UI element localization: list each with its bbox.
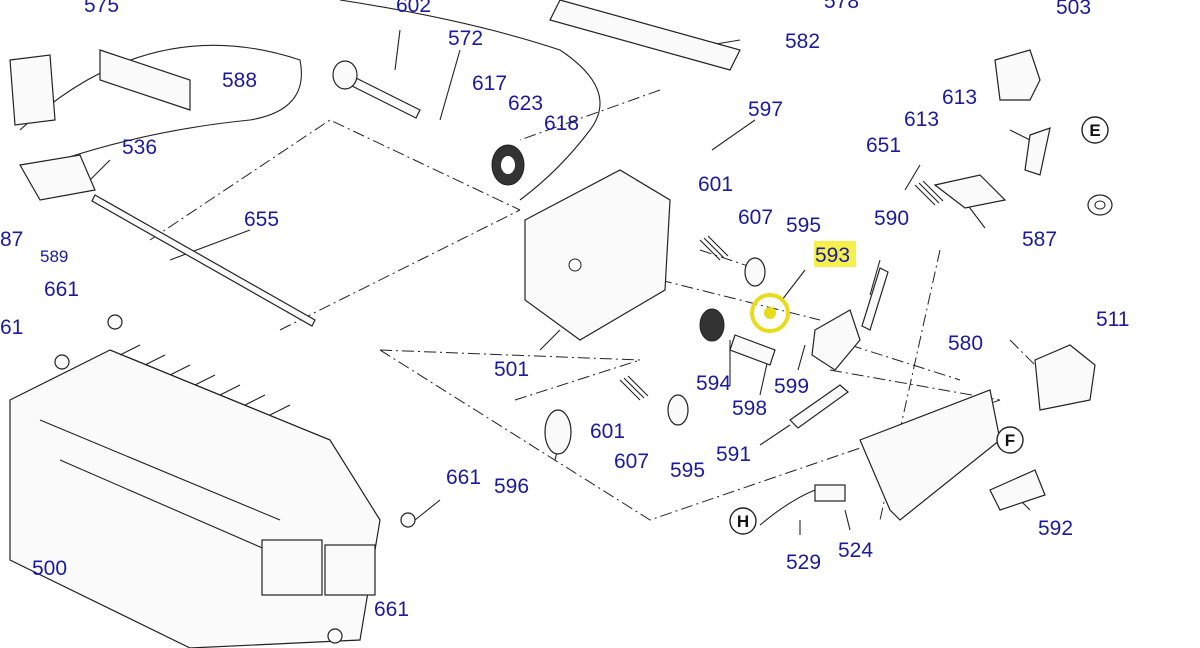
part-label-623: 623 [508,92,543,115]
part-label-590: 590 [874,207,909,230]
part-label-500: 500 [32,557,67,580]
connector-e-circle [1081,116,1109,144]
motor-511 [1034,344,1096,411]
printer-body-500 [9,349,381,648]
part-label-592: 592 [1038,517,1073,540]
part-label-588: 588 [222,69,257,92]
part-label-598: 598 [732,397,767,420]
connector-e-label: E [1089,121,1100,140]
parts-group [9,0,1113,648]
part-label-593: 593 [815,244,850,267]
part-label-589: 589 [40,247,68,266]
part-label-617: 617 [472,72,507,95]
part-label-601-top: 601 [698,173,733,196]
shaft-655 [91,194,316,327]
part-label-572: 572 [448,27,483,50]
connector-f-label: F [1005,431,1015,450]
part-label-655: 655 [244,208,279,231]
part-label-607-top: 607 [738,206,773,229]
part-label-599: 599 [774,375,809,398]
part-label-511: 511 [1096,308,1129,331]
part-label-594: 594 [696,372,731,395]
part-label-618: 618 [544,112,579,135]
part-label-607-bottom: 607 [614,450,649,473]
motor-503 [994,49,1041,101]
part-label-524: 524 [838,539,873,562]
frame-501 [524,169,671,341]
gear-596 [544,409,572,455]
part-label-595-top: 595 [786,214,821,237]
labels-group: 575 602 578 503 572 582 588 617 623 618 … [0,0,1129,621]
part-label-61: 61 [0,316,23,339]
connector-h-label: H [737,512,749,531]
part-label-595-bottom: 595 [670,459,705,482]
part-label-597: 597 [748,98,783,121]
part-label-651: 651 [866,134,901,157]
part-label-highlight [814,241,856,267]
part-label-602: 602 [396,0,431,17]
part-label-613-b: 613 [904,108,939,131]
part-label-529: 529 [786,551,821,574]
part-label-591: 591 [716,443,751,466]
part-label-661-a: 661 [44,278,79,301]
part-label-582: 582 [785,30,820,53]
motor-block [261,539,323,596]
part-label-661-b: 661 [446,466,481,489]
part-label-87: 87 [0,228,23,251]
part-label-575: 575 [84,0,119,17]
part-label-503: 503 [1056,0,1091,19]
part-label-580: 580 [948,332,983,355]
part-label-536: 536 [122,136,157,159]
part-label-578: 578 [824,0,859,13]
connector-f-circle [996,426,1024,454]
part-label-587: 587 [1022,228,1057,251]
bracket-580 [859,389,1001,521]
connectors-group: E F H [729,116,1109,535]
part-label-601-bottom: 601 [590,420,625,443]
part-label-596: 596 [494,475,529,498]
part-label-501: 501 [494,358,529,381]
part-label-661-c: 661 [374,598,409,621]
part-label-613-a: 613 [942,86,977,109]
connector-h-circle [729,507,757,535]
highlighted-gear-593 [750,293,790,333]
